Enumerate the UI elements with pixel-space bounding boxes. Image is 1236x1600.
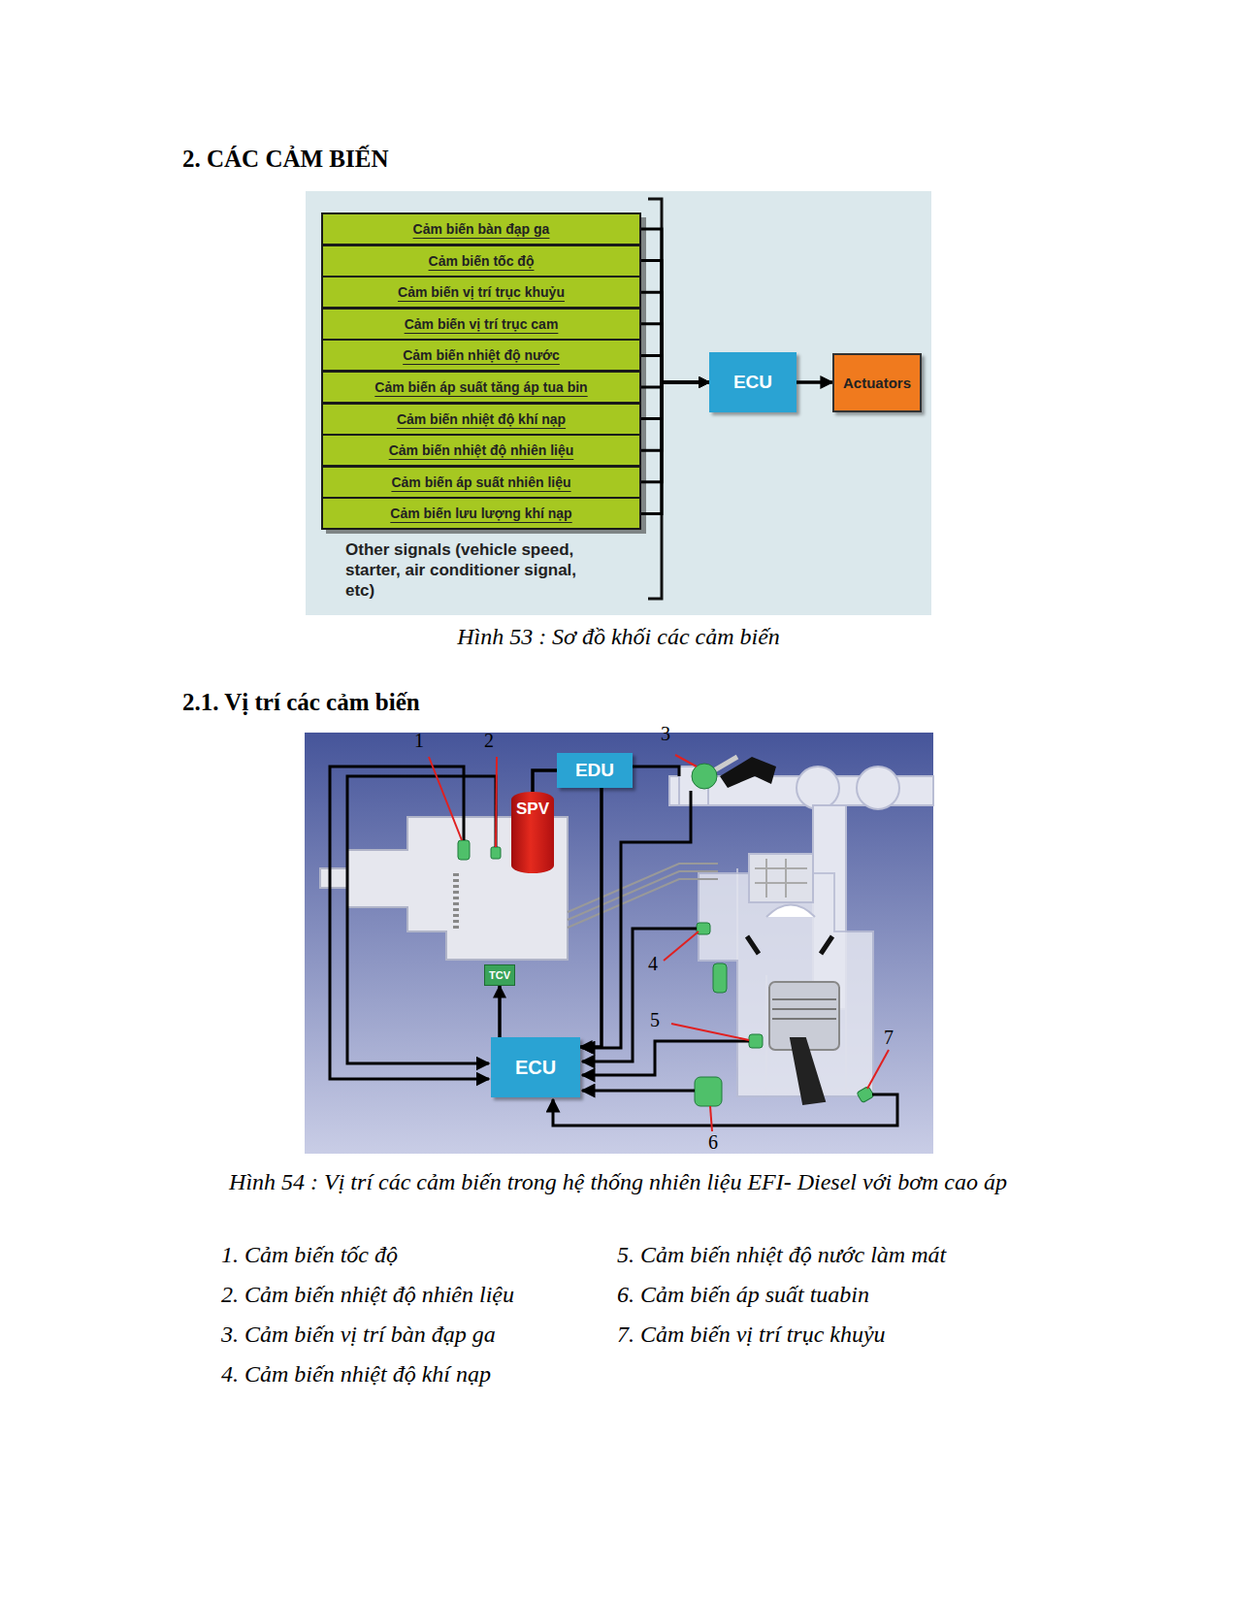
sensor-box: Cảm biến bàn đạp ga (321, 212, 642, 246)
section-heading: 2.1. Vị trí các cảm biến (182, 688, 421, 716)
node-label: Cảm biến vị trí trục khuỷu (397, 284, 565, 300)
list-item: 4. Cảm biến nhiệt độ khí nạp (221, 1361, 491, 1388)
connector (641, 228, 710, 383)
node-label: Cảm biến tốc độ (428, 253, 535, 269)
spv-valve: SPV (511, 791, 554, 874)
connector (796, 380, 833, 385)
callout-number: 7 (883, 1026, 894, 1049)
node-label: Cảm biến vị trí trục cam (404, 316, 559, 332)
callout-number: 3 (660, 722, 671, 746)
sensor-box: Cảm biến lưu lượng khí nạp (321, 496, 642, 530)
engine (698, 853, 874, 1105)
tcv-valve: TCV (484, 964, 516, 986)
figure-caption: Hình 53 : Sơ đồ khối các cảm biến (305, 623, 932, 651)
node-label: ECU (733, 371, 773, 393)
connector (532, 770, 557, 792)
node-label: EDU (575, 759, 615, 781)
figure-caption: Hình 54 : Vị trí các cảm biến trong hệ t… (184, 1162, 1052, 1202)
node-label: Cảm biến nhiệt độ nước (402, 347, 560, 363)
list-item: 5. Cảm biến nhiệt độ nước làm mát (617, 1241, 946, 1269)
sensor (457, 763, 875, 1106)
node-label: Cảm biến áp suất tăng áp tua bin (374, 379, 587, 395)
callout-number: 6 (708, 1131, 718, 1154)
connector (641, 382, 710, 514)
actuator-box: Actuators (832, 353, 922, 413)
connector (641, 292, 710, 383)
sensor-box: Cảm biến nhiệt độ nhiên liệu (321, 433, 642, 467)
section-title: 2. CÁC CẢM BIẾN (182, 145, 390, 173)
list-item: 3. Cảm biến vị trí bàn đạp ga (221, 1321, 496, 1348)
sensor-box: Cảm biến áp suất nhiên liệu (321, 465, 642, 499)
node-label: ECU (515, 1056, 556, 1079)
callout-number: 5 (650, 1008, 660, 1032)
leader-line (428, 754, 889, 1132)
list-item: 7. Cảm biến vị trí trục khuỷu (617, 1321, 886, 1348)
node-label: SPV (516, 799, 550, 819)
sensor-box: Cảm biến vị trí trục khuỷu (321, 275, 642, 309)
ecu-box: ECU (490, 1037, 581, 1098)
connector (641, 382, 710, 388)
list-item: 2. Cảm biến nhiệt độ nhiên liệu (221, 1281, 515, 1308)
connector (641, 382, 710, 451)
signal-note: Other signals (vehicle speed, starter, a… (345, 539, 588, 601)
edu-box: EDU (556, 752, 633, 788)
sensor-box: Cảm biến tốc độ (321, 244, 642, 278)
connector (497, 985, 502, 1038)
callout-number: 2 (484, 729, 494, 752)
signal-wire (329, 766, 898, 1126)
figure-panel (304, 732, 934, 1154)
connector (641, 355, 710, 383)
list-item: 1. Cảm biến tốc độ (221, 1241, 398, 1269)
connector (641, 260, 710, 383)
sensor-box: Cảm biến áp suất tăng áp tua bin (321, 370, 642, 404)
sensor-box: Cảm biến nhiệt độ nước (321, 338, 642, 372)
ecu-box: ECU (709, 352, 797, 413)
node-label: Actuators (843, 374, 911, 391)
connector (580, 787, 602, 1047)
connector (641, 382, 710, 483)
node-label: TCV (488, 969, 511, 981)
figure-panel (305, 191, 932, 616)
sensor-box: Cảm biến nhiệt độ khí nạp (321, 402, 642, 436)
node-label: Cảm biến bàn đạp ga (413, 221, 551, 237)
callout-number: 1 (414, 729, 424, 752)
connector (641, 324, 710, 383)
node-label: Cảm biến lưu lượng khí nạp (390, 505, 572, 521)
node-label: Cảm biến nhiệt độ nhiên liệu (389, 442, 575, 458)
connector (641, 382, 710, 420)
node-label: Cảm biến nhiệt độ khí nạp (396, 411, 566, 427)
sensor-box: Cảm biến vị trí trục cam (321, 307, 642, 341)
bracket (648, 198, 662, 599)
list-item: 6. Cảm biến áp suất tuabin (617, 1281, 870, 1308)
callout-number: 4 (648, 952, 658, 976)
node-label: Cảm biến áp suất nhiên liệu (390, 474, 571, 490)
